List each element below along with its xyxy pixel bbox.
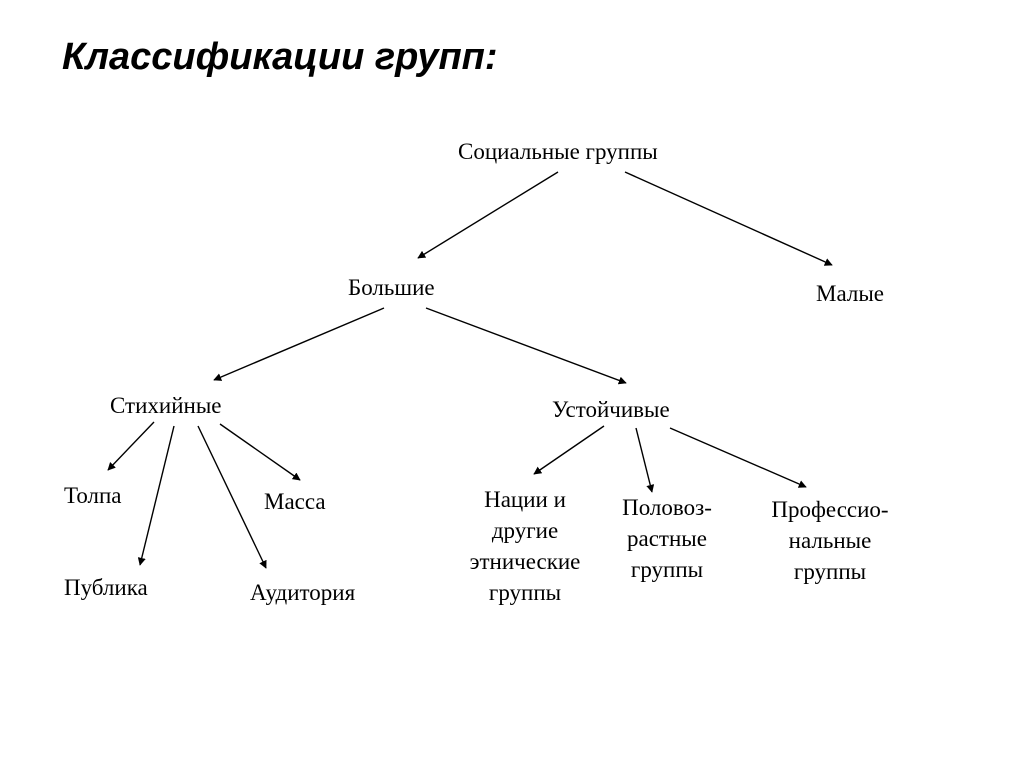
node-large: Большие (348, 275, 435, 300)
arrow-large-to-stable (425, 307, 627, 385)
node-professional-line: Профессио- (771, 497, 889, 522)
arrow-social-to-large (417, 171, 559, 259)
node-nations-line: Нации и (484, 487, 566, 512)
node-nations-line: этнические (469, 549, 581, 574)
node-public: Публика (64, 575, 148, 600)
node-social-groups: Социальные группы (458, 139, 658, 164)
node-professional: Профессио- нальные группы (745, 494, 915, 587)
slide-title: Классификации групп: (62, 36, 498, 78)
node-age-sex-line: растные (627, 526, 707, 551)
node-professional-line: нальные (788, 528, 872, 553)
node-nations: Нации и другие этнические группы (446, 484, 604, 608)
node-age-sex: Половоз- растные группы (600, 492, 734, 585)
node-crowd: Толпа (64, 483, 122, 508)
arrow-spontaneous-to-audience (197, 425, 267, 569)
node-spontaneous: Стихийные (110, 393, 222, 418)
node-audience: Аудитория (250, 580, 356, 605)
arrow-stable-to-age-sex (635, 427, 655, 493)
node-professional-line: группы (793, 559, 867, 584)
node-age-sex-line: Половоз- (622, 495, 712, 520)
node-small: Малые (816, 281, 885, 306)
arrow-large-to-spontaneous (213, 307, 385, 381)
arrow-spontaneous-to-public (137, 425, 175, 566)
node-stable: Устойчивые (552, 397, 670, 422)
arrow-spontaneous-to-mass (219, 423, 301, 481)
arrow-stable-to-nations (533, 425, 605, 475)
node-nations-line: группы (488, 580, 562, 605)
node-nations-line: другие (491, 518, 559, 543)
arrow-stable-to-professional (669, 427, 807, 488)
arrow-social-to-small (624, 171, 833, 266)
node-mass: Масса (264, 489, 326, 514)
arrow-spontaneous-to-crowd (107, 421, 155, 471)
node-age-sex-line: группы (630, 557, 704, 582)
